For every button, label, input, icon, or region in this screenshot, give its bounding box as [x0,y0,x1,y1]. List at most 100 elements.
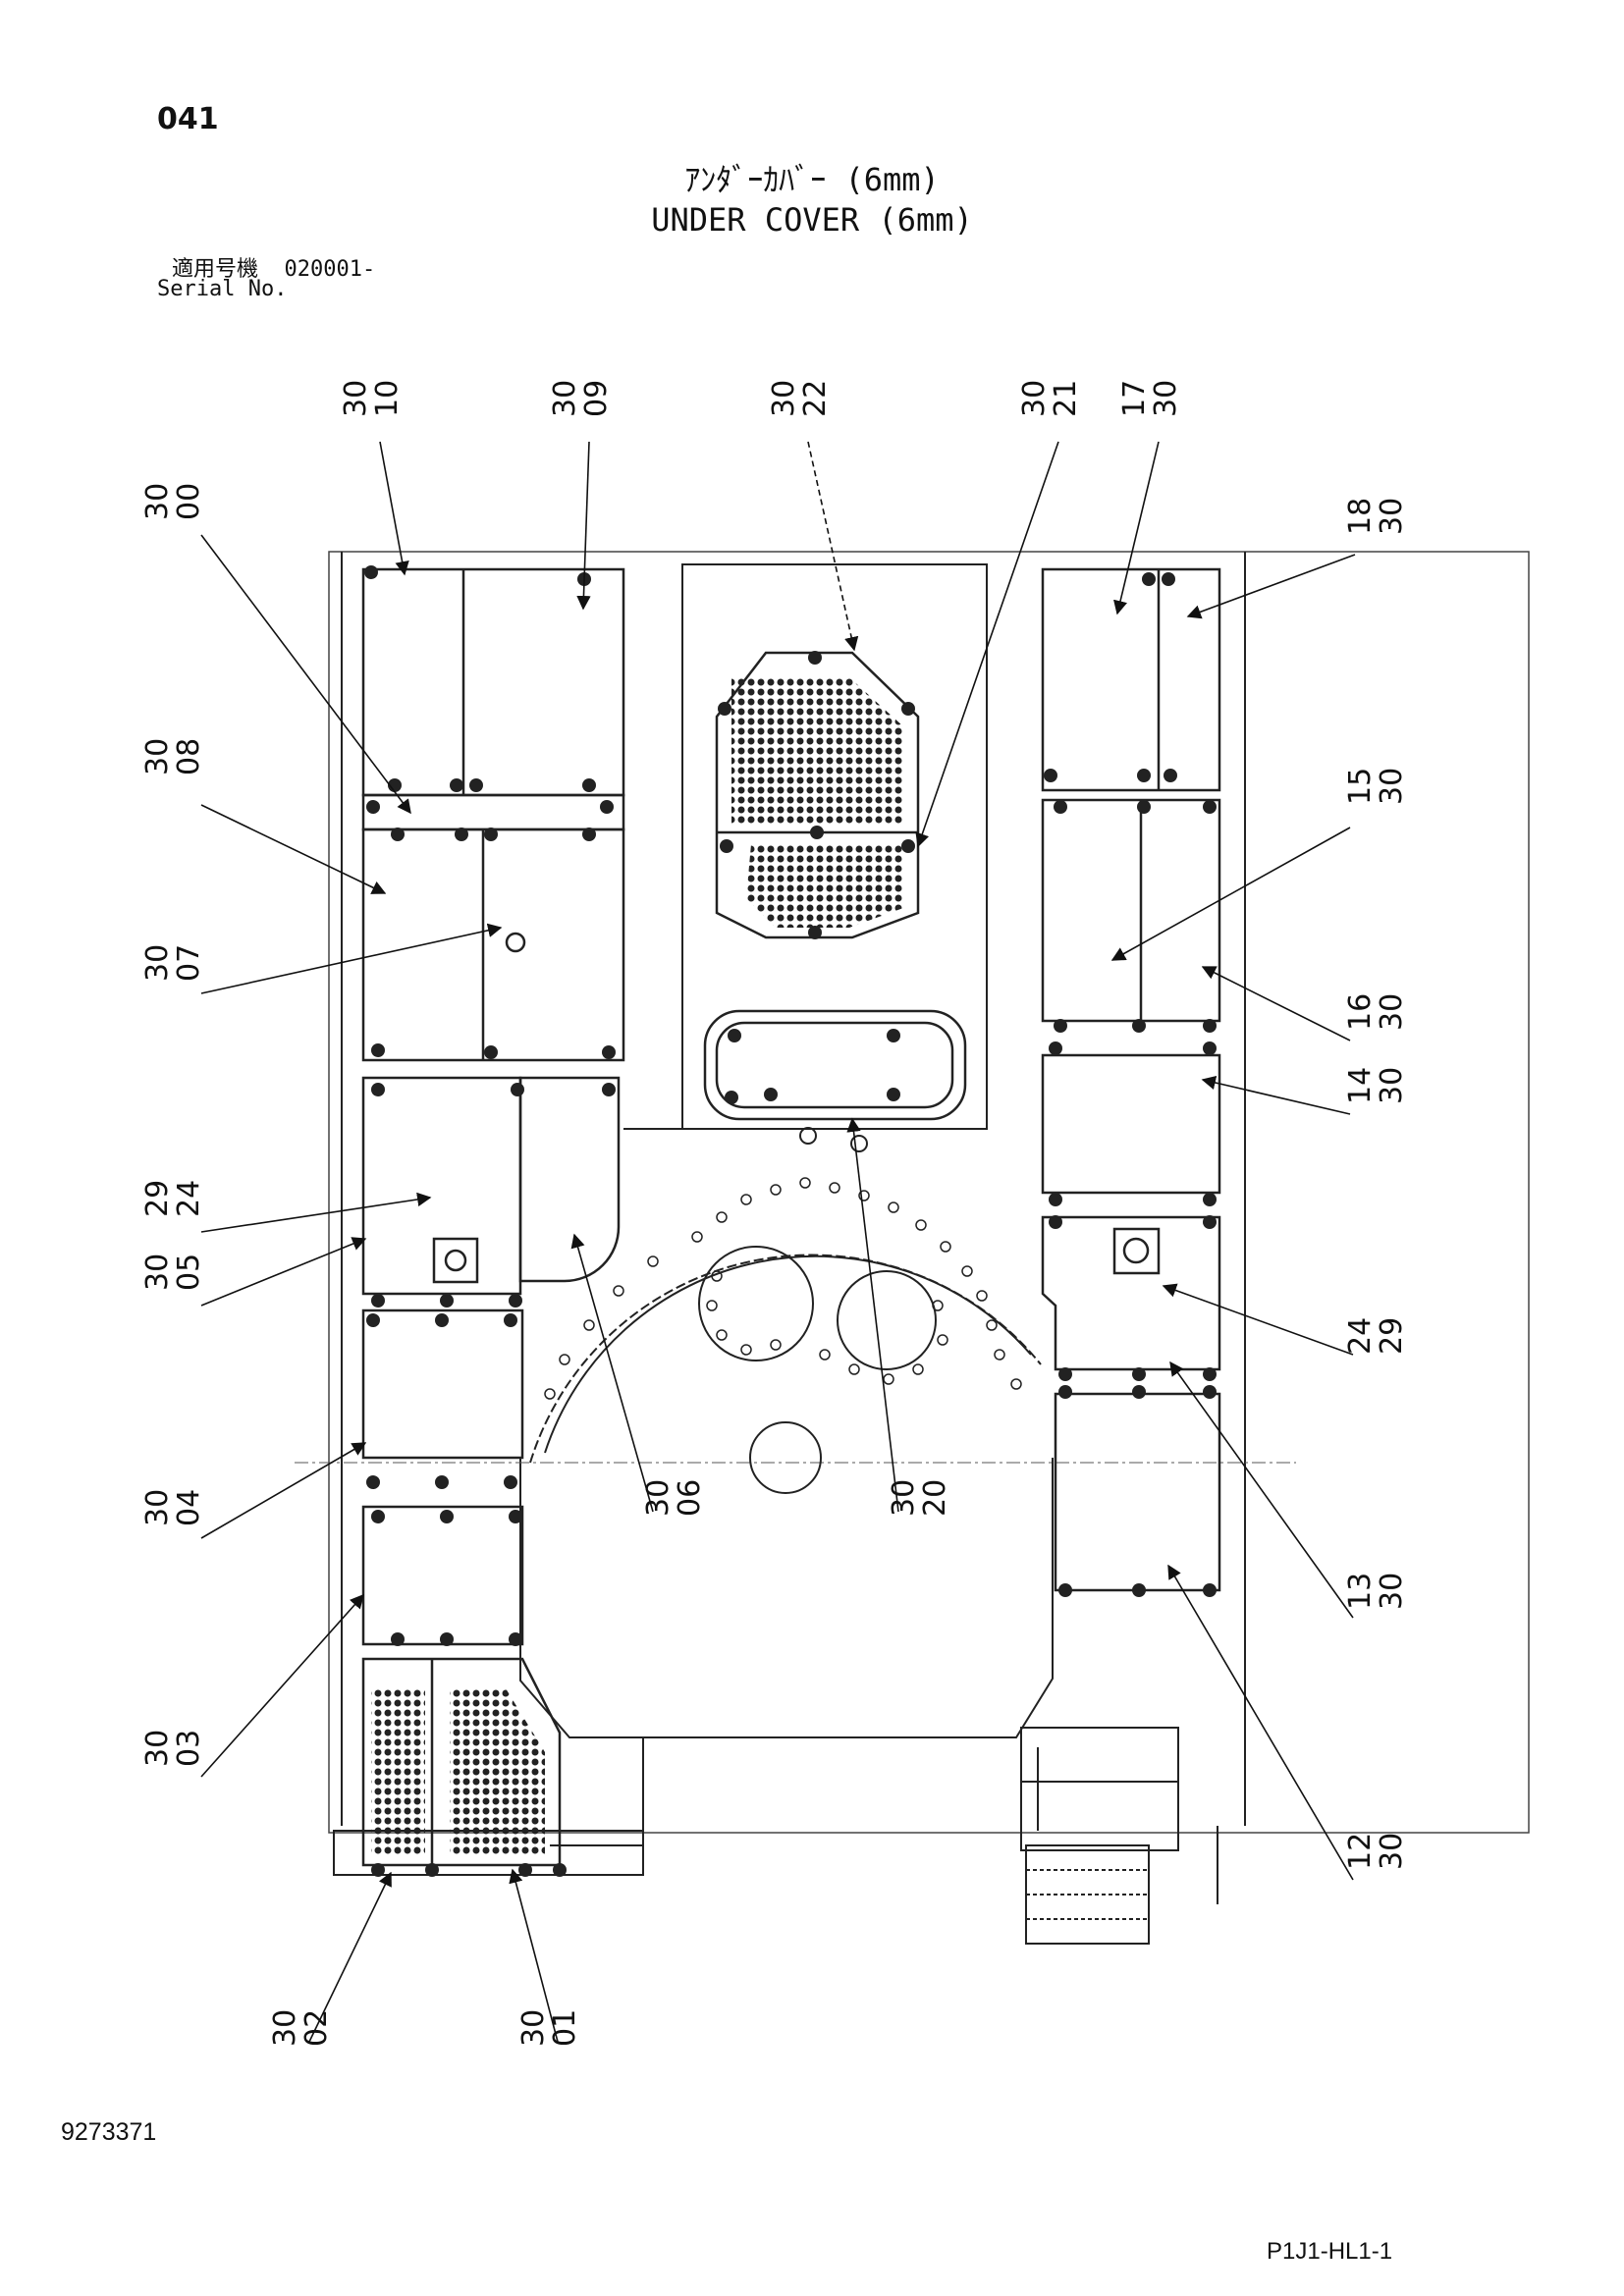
callout-second: 00 [172,483,206,520]
cover-17-30-18-30 [1041,567,1221,792]
page-number: 041 [157,102,219,136]
callout-30-06: 3006 [641,1479,707,1517]
callout-first: 30 [140,1489,175,1526]
callout-second: 30 [1375,498,1409,535]
callout-first: 30 [140,1730,175,1767]
callout-first: 12 [1343,1833,1378,1870]
callout-30-20: 3020 [887,1479,952,1517]
callout-30-05: 3005 [140,1254,206,1291]
callout-first: 29 [140,1180,175,1217]
cover-14-30 [1041,1053,1221,1195]
serial-label-en: Serial No. [157,277,288,301]
cover-30-06 [518,1076,621,1283]
callout-first: 13 [1343,1573,1378,1610]
serial-applicable: 適用号機 020001- [172,251,375,283]
callout-30-21: 3021 [1017,380,1083,417]
callout-first: 30 [767,380,801,417]
leader-30-07 [200,923,503,994]
callout-first: 30 [339,380,373,417]
callout-16-30: 1630 [1343,993,1409,1031]
center-cover-panels [703,651,967,1121]
leader-30-04 [200,1442,367,1539]
callout-30-04: 3004 [140,1489,206,1526]
callout-first: 30 [641,1479,676,1517]
leader-18-30 [1186,554,1356,619]
cover-30-03 [361,1505,524,1646]
callout-first: 14 [1343,1067,1378,1104]
callout-30-07: 3007 [140,944,206,982]
callout-24-29: 2429 [1343,1317,1409,1355]
cover-24-29 [1041,1215,1221,1371]
callout-second: 22 [798,380,833,417]
serial-value: 020001- [284,257,376,282]
callout-second: 10 [370,380,405,417]
callout-29-24: 2924 [140,1180,206,1217]
leader-30-20 [846,1117,899,1513]
right-cover-panels [1041,567,1221,1592]
cover-30-04 [361,1308,524,1460]
document-number: 9273371 [61,2118,157,2146]
callout-first: 30 [268,2009,302,2047]
callout-12-30: 1230 [1343,1833,1409,1870]
serial-label-jp: 適用号機 [172,257,259,282]
callout-second: 30 [1375,768,1409,805]
left-cover-panels [361,567,625,1867]
callout-first: 30 [1017,380,1052,417]
callout-second: 20 [918,1479,952,1517]
callout-second: 30 [1375,1067,1409,1104]
callout-second: 24 [172,1180,206,1217]
leader-13-30 [1169,1361,1354,1619]
callout-14-30: 1430 [1343,1067,1409,1104]
callout-second: 30 [1375,1573,1409,1610]
callout-second: 04 [172,1489,206,1526]
callout-second: 01 [548,2009,582,2047]
callout-18-30: 1830 [1343,498,1409,535]
leader-lines [200,441,1356,2043]
leader-14-30 [1201,1075,1351,1115]
callout-30-01: 3001 [516,2009,582,2047]
swing-circle [529,1127,1042,1494]
leader-24-29 [1162,1283,1354,1356]
callout-first: 30 [140,944,175,982]
leader-30-05 [200,1237,367,1307]
callout-second: 02 [299,2009,334,2047]
leader-30-01 [509,1868,559,2043]
leader-29-24 [200,1192,432,1233]
callout-first: 16 [1343,993,1378,1031]
callout-30-00: 3000 [140,483,206,520]
bolts [364,565,1217,1877]
callout-first: 30 [140,1254,175,1291]
cover-30-10-30-09 [361,567,625,797]
callout-first: 18 [1343,498,1378,535]
leader-30-06 [570,1233,654,1513]
leader-15-30 [1110,827,1351,961]
callout-30-10: 3010 [339,380,405,417]
callout-30-09: 3009 [548,380,614,417]
callout-first: 15 [1343,768,1378,805]
callout-first: 24 [1343,1317,1378,1355]
callout-second: 05 [172,1254,206,1291]
cover-13-30-12-30 [1054,1392,1221,1592]
page-code: P1J1-HL1-1 [1267,2238,1393,2265]
leader-30-22 [807,441,859,652]
callout-30-03: 3003 [140,1730,206,1767]
callout-second: 29 [1375,1317,1409,1355]
callout-second: 03 [172,1730,206,1767]
leader-16-30 [1201,966,1351,1041]
callout-second: 21 [1049,380,1083,417]
callout-first: 30 [887,1479,921,1517]
callout-30-02: 3002 [268,2009,334,2047]
callout-second: 30 [1149,380,1183,417]
callout-second: 30 [1375,1833,1409,1870]
leader-30-08 [200,804,387,894]
callout-17-30: 1730 [1117,380,1183,417]
callout-first: 17 [1117,380,1152,417]
callout-30-08: 3008 [140,738,206,775]
callout-second: 07 [172,944,206,982]
cover-30-08-30-07 [361,828,625,1062]
leader-30-00 [200,534,411,815]
leader-30-03 [200,1593,364,1778]
machine-frame [295,551,1530,1945]
